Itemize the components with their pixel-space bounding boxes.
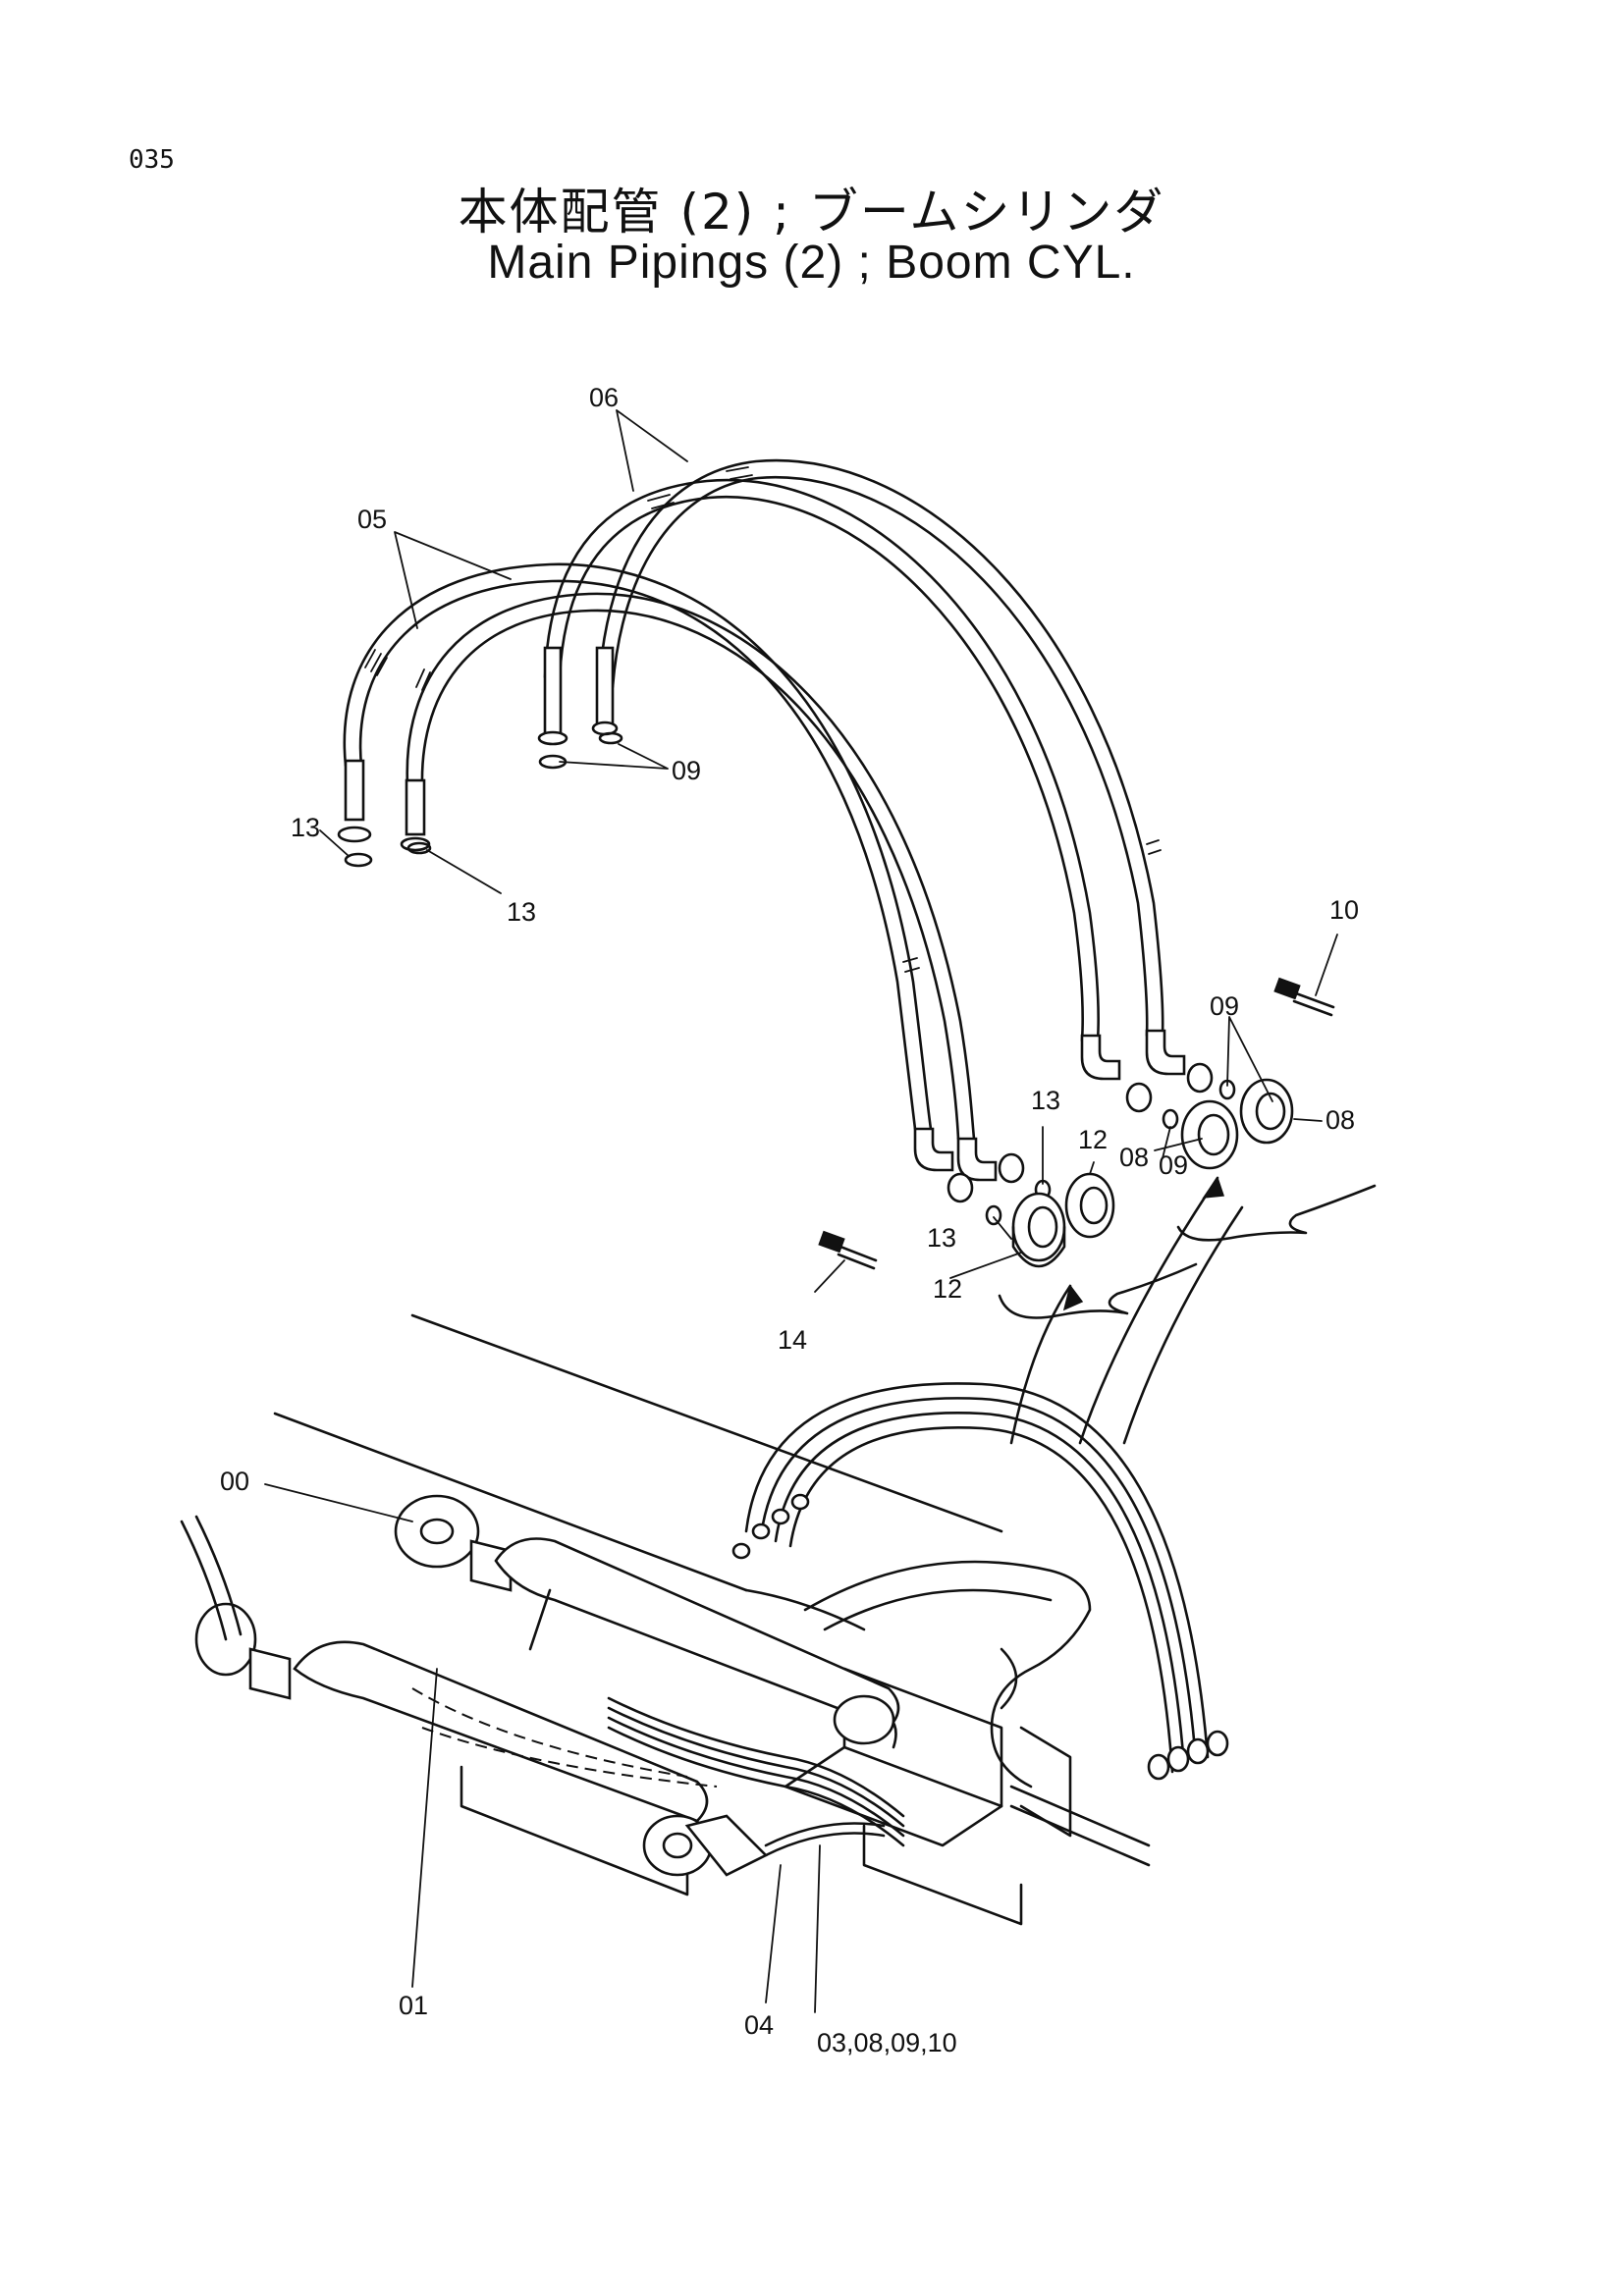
callout-12-upper: 12: [1078, 1125, 1108, 1154]
boom-cylinder-01: [180, 1515, 769, 1896]
split-flange-08-lower: [1180, 1099, 1239, 1170]
callout-05: 05: [357, 505, 387, 534]
o-ring-09-right: [598, 731, 623, 745]
brace-right: [1176, 1184, 1377, 1242]
o-ring-13-right: [406, 841, 432, 855]
page-number: 035: [129, 145, 175, 175]
callout-00: 00: [220, 1467, 249, 1496]
callout-12-lower: 12: [933, 1274, 962, 1304]
diagram-title-english: Main Pipings (2) ; Boom CYL.: [487, 237, 1136, 289]
callout-14: 14: [778, 1325, 807, 1355]
callout-13-upper-left: 13: [291, 813, 320, 842]
brace-left: [998, 1262, 1198, 1319]
leader-lines: [264, 409, 1338, 2013]
callout-13-middle: 13: [1031, 1086, 1060, 1115]
callout-09-upper: 09: [672, 756, 701, 785]
callout-03-08-09-10: 03,08,09,10: [817, 2028, 957, 2057]
callout-06: 06: [589, 383, 619, 412]
callout-10: 10: [1329, 895, 1359, 925]
callout-08-middle: 08: [1119, 1143, 1149, 1172]
fitting-05-left: [344, 759, 365, 822]
fitting-06-left: [543, 646, 563, 738]
diagram-title-japanese: 本体配管 (2) ; ブームシリンダ: [458, 184, 1165, 240]
boom-assembly: [180, 1313, 1229, 1926]
hose-bundle-03: [731, 1382, 1229, 1781]
split-flange-08-upper: [1239, 1078, 1294, 1145]
callout-09-right: 09: [1210, 991, 1239, 1021]
split-flange-12-lower: [1011, 1192, 1066, 1268]
fitting-06-right: [595, 646, 615, 728]
callout-01: 01: [399, 1991, 428, 2020]
callout-08-right: 08: [1325, 1105, 1355, 1135]
boom-cylinder-00: [394, 1494, 900, 1749]
callout-labels: 06 05 09 13 13 10 09 08 09 08 13 12 13 1…: [220, 383, 1359, 2057]
callout-13-lower: 13: [927, 1223, 956, 1253]
callout-09-middle: 09: [1159, 1150, 1188, 1180]
bolt-14: [818, 1230, 878, 1270]
callout-04: 04: [744, 2010, 774, 2040]
o-ring-13-left: [344, 852, 373, 868]
hose-assembly-05-06: [337, 458, 1377, 1445]
split-flange-12-upper: [1064, 1172, 1115, 1239]
hose-bundle-04: [607, 1696, 905, 1857]
callout-13-lower-left: 13: [507, 897, 536, 927]
fitting-05-right: [405, 778, 426, 836]
bolt-10: [1273, 977, 1335, 1017]
